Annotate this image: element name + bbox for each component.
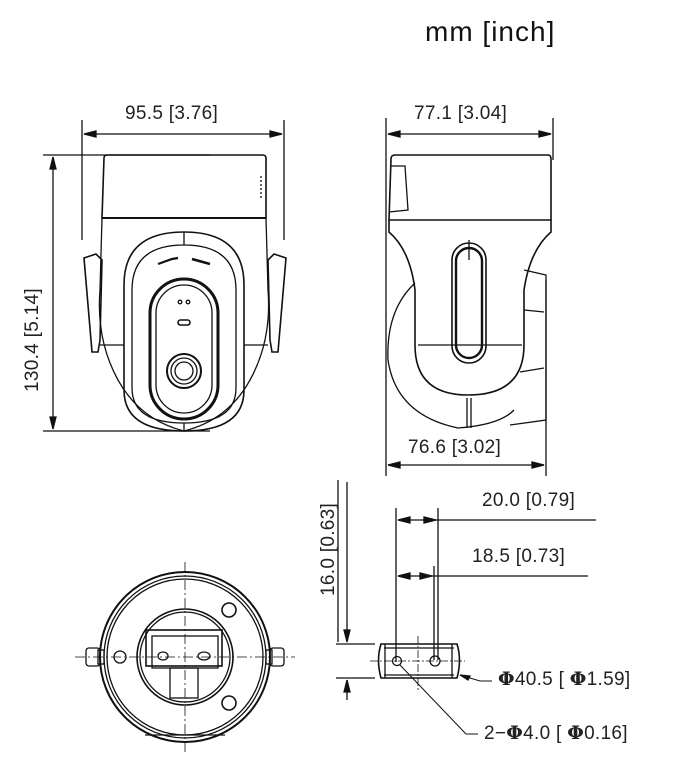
front-view-camera xyxy=(43,120,287,432)
bracket-side-view xyxy=(336,480,596,735)
front-width-label: 95.5 [3.76] xyxy=(125,103,219,124)
diameter-symbol-inch: Φ xyxy=(569,668,587,690)
holes-diameter-symbol: Φ xyxy=(506,722,524,744)
holes-label: 2−Φ4.0 [ Φ0.16] xyxy=(484,722,628,744)
side-view-camera xyxy=(385,118,554,476)
hole-spacing-outer-label: 20.0 [0.79] xyxy=(482,490,576,511)
holes-mm: 4.0 xyxy=(523,723,551,744)
side-top-width-label: 77.1 [3.04] xyxy=(414,103,508,124)
holes-inch: 0.16 xyxy=(584,723,623,744)
bottom-view-camera xyxy=(75,562,295,752)
bracket-diameter-label: Φ40.5 [ Φ1.59] xyxy=(498,668,631,690)
holes-count: 2− xyxy=(484,723,507,744)
holes-diameter-symbol-inch: Φ xyxy=(567,722,585,744)
units-label: mm [inch] xyxy=(425,16,556,47)
diameter-mm: 40.5 xyxy=(514,669,554,690)
bracket-height-label: 16.0 [0.63] xyxy=(318,502,339,596)
diameter-inch: 1.59 xyxy=(586,669,625,690)
front-height-label: 130.4 [5.14] xyxy=(22,288,43,392)
hole-spacing-inner-label: 18.5 [0.73] xyxy=(472,546,566,567)
diameter-symbol: Φ xyxy=(498,668,515,690)
side-bottom-width-label: 76.6 [3.02] xyxy=(408,437,502,458)
